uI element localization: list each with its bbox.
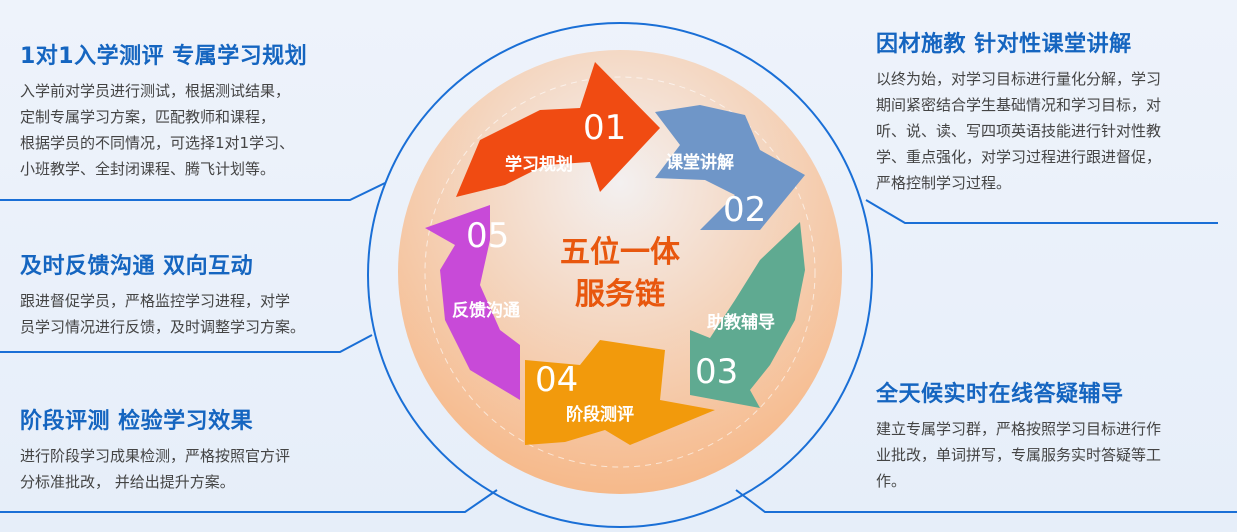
step-number: 03: [695, 352, 739, 392]
connector-line: [735, 489, 1237, 513]
step-number: 05: [466, 216, 510, 256]
line: 入学前对学员进行测试，根据测试结果，: [20, 82, 291, 100]
step-label: 阶段测评: [566, 405, 634, 425]
block-assessment: 1对1入学测评 专属学习规划 入学前对学员进行测试，根据测试结果， 定制专属学习方…: [20, 38, 307, 182]
arrow-02: [655, 105, 805, 230]
block-evaluation: 阶段评测 检验学习效果 进行阶段学习成果检测，严格按照官方评分标准批改， 并给出…: [20, 403, 290, 495]
line: 建立专属学习群，严格按照学习目标进行作: [876, 420, 1162, 438]
step-number: 02: [723, 190, 767, 230]
line: 定制专属学习方案，匹配教师和课程，: [20, 108, 276, 126]
line: 听、说、读、写四项英语技能进行针对性教: [876, 122, 1162, 140]
line: 作。: [876, 472, 907, 490]
block-title: 及时反馈沟通 双向互动: [20, 254, 254, 279]
block-feedback: 及时反馈沟通 双向互动 跟进督促学员，严格监控学习进程，对学员学习情况进行反馈，…: [20, 248, 305, 340]
block-title: 阶段评测 检验学习效果: [20, 409, 254, 434]
connector-line: [865, 199, 1218, 224]
arrow-03: [690, 222, 805, 408]
block-title: 因材施教 针对性课堂讲解: [876, 32, 1132, 57]
line: 以终为始，对学习目标进行量化分解，学习: [876, 70, 1162, 88]
outer-ring: [367, 22, 873, 528]
center-line: 服务链: [575, 277, 665, 312]
line: 学、重点强化，对学习过程进行跟进督促，: [876, 148, 1162, 166]
line: 分标准批改， 并给出提升方案。: [20, 473, 235, 491]
center-line: 五位一体: [560, 235, 680, 270]
line: 业批改，单词拼写，专属服务实时答疑等工: [876, 446, 1162, 464]
step-number: 04: [535, 360, 579, 400]
block-title: 全天候实时在线答疑辅导: [876, 382, 1124, 407]
block-tutoring: 全天候实时在线答疑辅导 建立专属学习群，严格按照学习目标进行作业批改，单词拼写，…: [876, 376, 1161, 494]
arrow-01: [456, 62, 660, 197]
line: 期间紧密结合学生基础情况和学习目标，对: [876, 96, 1162, 114]
block-teaching: 因材施教 针对性课堂讲解 以终为始，对学习目标进行量化分解，学习期间紧密结合学生…: [876, 26, 1161, 196]
line: 进行阶段学习成果检测，严格按照官方评: [20, 447, 291, 465]
line: 员学习情况进行反馈，及时调整学习方案。: [20, 318, 306, 336]
connector-line: [0, 489, 498, 513]
step-label: 课堂讲解: [666, 153, 734, 173]
line: 小班教学、全封闭课程、腾飞计划等。: [20, 160, 276, 178]
block-title: 1对1入学测评 专属学习规划: [20, 44, 308, 69]
center-title: 五位一体 服务链: [540, 232, 700, 316]
arrow-05: [425, 205, 520, 400]
step-number: 01: [583, 108, 627, 148]
line: 严格控制学习过程。: [876, 174, 1012, 192]
connector-line: [0, 334, 373, 353]
line: 根据学员的不同情况，可选择1对1学习、: [20, 134, 295, 152]
line: 跟进督促学员，严格监控学习进程，对学: [20, 292, 291, 310]
arrow-04: [525, 340, 715, 445]
step-label: 学习规划: [505, 155, 573, 175]
step-label: 反馈沟通: [452, 301, 520, 321]
step-label: 助教辅导: [707, 313, 775, 333]
connector-line: [0, 182, 386, 201]
